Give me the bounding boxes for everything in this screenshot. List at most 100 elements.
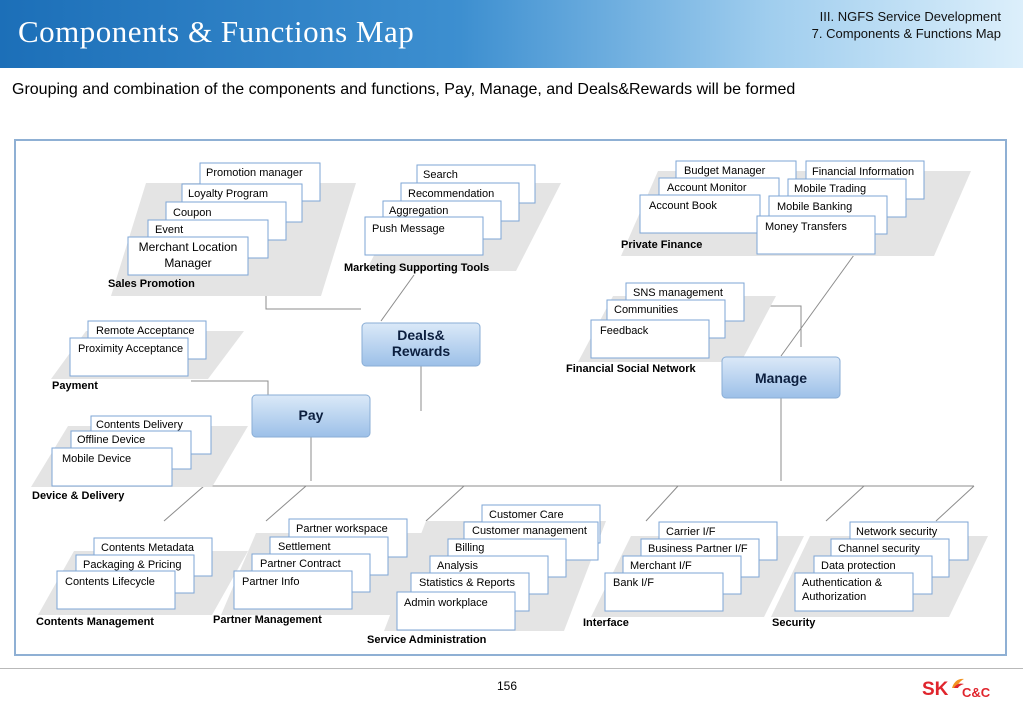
label-customer-care: Customer Care [489, 509, 564, 521]
label-account-book: Account Book [649, 200, 717, 212]
label-remote-acceptance: Remote Acceptance [96, 325, 194, 337]
label-business-partner-if: Business Partner I/F [648, 543, 748, 555]
card-bank-if [604, 572, 724, 612]
group-payment: Remote Acceptance Proximity Acceptance P… [51, 320, 244, 392]
label-coupon: Coupon [173, 207, 212, 219]
breadcrumb: III. NGFS Service Development 7. Compone… [812, 8, 1001, 42]
group-marketing-tools: Search Recommendation Aggregation Push M… [344, 164, 561, 274]
group-title-social: Financial Social Network [566, 363, 696, 375]
group-title-private-finance: Private Finance [621, 239, 702, 251]
group-service-administration: Customer Care Customer management Billin… [367, 504, 606, 646]
group-title-sales-promotion: Sales Promotion [108, 278, 195, 290]
label-aggregation: Aggregation [389, 205, 448, 217]
label-channel-security: Channel security [838, 543, 920, 555]
connector-bus-to-service [425, 485, 465, 522]
label-mobile-device: Mobile Device [62, 453, 131, 465]
label-analysis: Analysis [437, 560, 478, 572]
diagram-frame: Promotion manager Loyalty Program Coupon… [14, 139, 1007, 656]
label-communities: Communities [614, 304, 679, 316]
group-title-service-admin: Service Administration [367, 634, 487, 646]
group-financial-social-network: SNS management Communities Feedback Fina… [566, 282, 776, 375]
label-push-message: Push Message [372, 223, 445, 235]
logo-cc-text: C&C [962, 685, 991, 700]
breadcrumb-page: 7. Components & Functions Map [811, 26, 1001, 41]
label-account-monitor: Account Monitor [667, 182, 747, 194]
label-authorization: Authorization [802, 591, 866, 603]
pay-button[interactable] [251, 394, 371, 438]
label-merchant-manager: Manager [164, 256, 211, 270]
label-customer-management: Customer management [472, 525, 587, 537]
card-mobile-device [51, 447, 173, 487]
footer-divider [0, 668, 1023, 669]
card-feedback [590, 319, 710, 359]
label-contents-lifecycle: Contents Lifecycle [65, 576, 155, 588]
group-interface: Carrier I/F Business Partner I/F Merchan… [583, 521, 804, 629]
label-billing: Billing [455, 542, 484, 554]
connector-bus-to-security [825, 485, 865, 522]
card-partner-info [233, 570, 353, 610]
group-title-contents: Contents Management [36, 616, 154, 628]
group-device-delivery: Contents Delivery Offline Device Mobile … [31, 415, 248, 502]
label-mobile-trading: Mobile Trading [794, 183, 866, 195]
manage-button[interactable] [721, 356, 841, 399]
logo-sk-text: SK [922, 679, 949, 700]
label-budget-manager: Budget Manager [684, 165, 766, 177]
label-contents-delivery: Contents Delivery [96, 419, 183, 431]
hub-pay[interactable]: Pay [251, 394, 371, 438]
label-network-security: Network security [856, 526, 938, 538]
label-money-transfers: Money Transfers [765, 221, 847, 233]
label-financial-information: Financial Information [812, 166, 914, 178]
label-bank-if: Bank I/F [613, 577, 654, 589]
label-merchant-if: Merchant I/F [630, 560, 692, 572]
label-proximity-acceptance: Proximity Acceptance [78, 343, 183, 355]
header-banner: Components & Functions Map III. NGFS Ser… [0, 0, 1023, 68]
label-sns-management: SNS management [633, 287, 723, 299]
group-title-device: Device & Delivery [32, 490, 125, 502]
label-loyalty-program: Loyalty Program [188, 188, 268, 200]
company-logo: SK C&C [922, 677, 1002, 703]
hub-deals-rewards[interactable]: Deals& Rewards [361, 322, 481, 367]
card-money-transfers [756, 215, 876, 255]
group-title-interface: Interface [583, 617, 629, 629]
hub-manage[interactable]: Manage [721, 356, 841, 399]
butterfly-icon [952, 678, 964, 688]
label-promotion-manager: Promotion manager [206, 167, 303, 179]
label-admin-workplace: Admin workplace [404, 597, 488, 609]
label-contents-metadata: Contents Metadata [101, 542, 195, 554]
label-data-protection: Data protection [821, 560, 896, 572]
label-carrier-if: Carrier I/F [666, 526, 716, 538]
label-merchant-location: Merchant Location [139, 240, 238, 254]
label-partner-contract: Partner Contract [260, 558, 341, 570]
connector-lines [96, 254, 975, 522]
connector-payment-to-pay [191, 380, 269, 395]
label-feedback: Feedback [600, 325, 649, 337]
pay-label: Pay [299, 407, 324, 423]
group-security: Network security Channel security Data p… [771, 521, 988, 629]
group-sales-promotion: Promotion manager Loyalty Program Coupon… [108, 162, 356, 296]
card-push-message [364, 216, 484, 256]
deals-rewards-button[interactable] [361, 322, 481, 367]
group-title-marketing: Marketing Supporting Tools [344, 262, 489, 274]
label-authentication: Authentication & [802, 577, 883, 589]
label-offline-device: Offline Device [77, 434, 145, 446]
label-mobile-banking: Mobile Banking [777, 201, 852, 213]
label-recommendation: Recommendation [408, 188, 494, 200]
card-admin-workplace [396, 591, 516, 631]
components-map-diagram: Promotion manager Loyalty Program Coupon… [31, 160, 988, 646]
card-contents-lifecycle [56, 570, 176, 610]
group-contents-management: Contents Metadata Packaging & Pricing Co… [36, 537, 248, 628]
page-title: Components & Functions Map [18, 14, 415, 49]
manage-label: Manage [755, 370, 807, 386]
card-proximity-acceptance [69, 337, 189, 377]
card-account-book [639, 194, 761, 234]
connector-bus-to-partner [265, 485, 307, 522]
connector-bus-right [935, 485, 975, 522]
label-packaging-pricing: Packaging & Pricing [83, 559, 181, 571]
label-settlement: Settlement [278, 541, 331, 553]
deals-rewards-label-1: Deals& [397, 327, 444, 343]
group-title-payment: Payment [52, 380, 98, 392]
connector-finance-to-manage [780, 254, 855, 357]
page-subtitle: Grouping and combination of the componen… [12, 81, 796, 98]
page-number: 156 [497, 679, 518, 693]
connector-bus-to-interface [645, 485, 679, 522]
